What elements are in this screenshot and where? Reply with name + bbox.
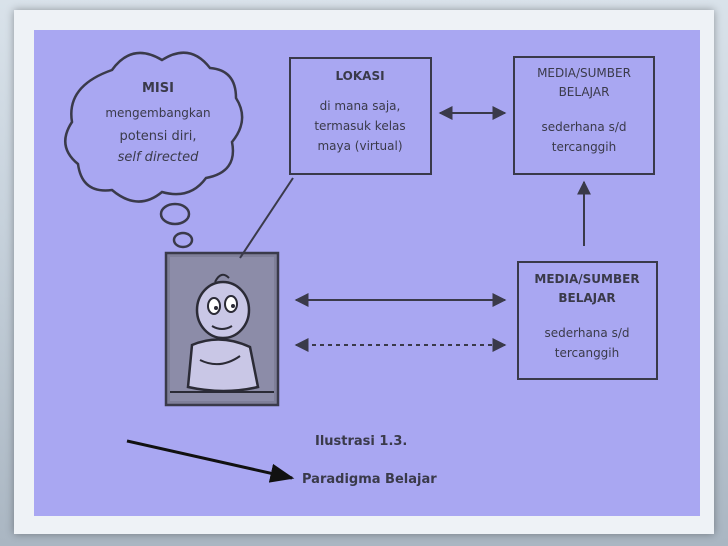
misi-line2: potensi diri, (119, 129, 196, 144)
media-bottom-title1: MEDIA/SUMBER (534, 272, 639, 286)
pointer-arrow (126, 439, 295, 483)
thought-bubble-large (159, 202, 191, 226)
thought-bubble-medium (172, 231, 194, 249)
misi-line3: self directed (118, 150, 200, 165)
media-bottom-line1: sederhana s/d (544, 326, 629, 340)
caption-line1: Ilustrasi 1.3. (315, 434, 407, 449)
connector-line (239, 177, 294, 259)
media-bottom-line2: tercanggih (555, 346, 620, 360)
media-bottom-title2: BELAJAR (558, 291, 615, 305)
misi-title: MISI (142, 81, 174, 96)
media-top-title2: BELAJAR (559, 85, 610, 99)
media-top-line1: sederhana s/d (541, 120, 626, 134)
lokasi-box (289, 57, 432, 175)
lokasi-line3: maya (virtual) (317, 139, 402, 153)
learner-illustration (164, 251, 280, 407)
caption-line2: Paradigma Belajar (302, 472, 437, 487)
media-top-box (513, 56, 655, 175)
media-top-line2: tercanggih (552, 140, 617, 154)
lokasi-title: LOKASI (335, 69, 384, 83)
media-top-title1: MEDIA/SUMBER (537, 66, 631, 80)
misi-cloud (64, 51, 244, 203)
lokasi-line1: di mana saja, (320, 99, 401, 113)
lokasi-line2: termasuk kelas (314, 119, 405, 133)
misi-line1: mengembangkan (105, 106, 210, 120)
media-bottom-box (517, 261, 658, 380)
